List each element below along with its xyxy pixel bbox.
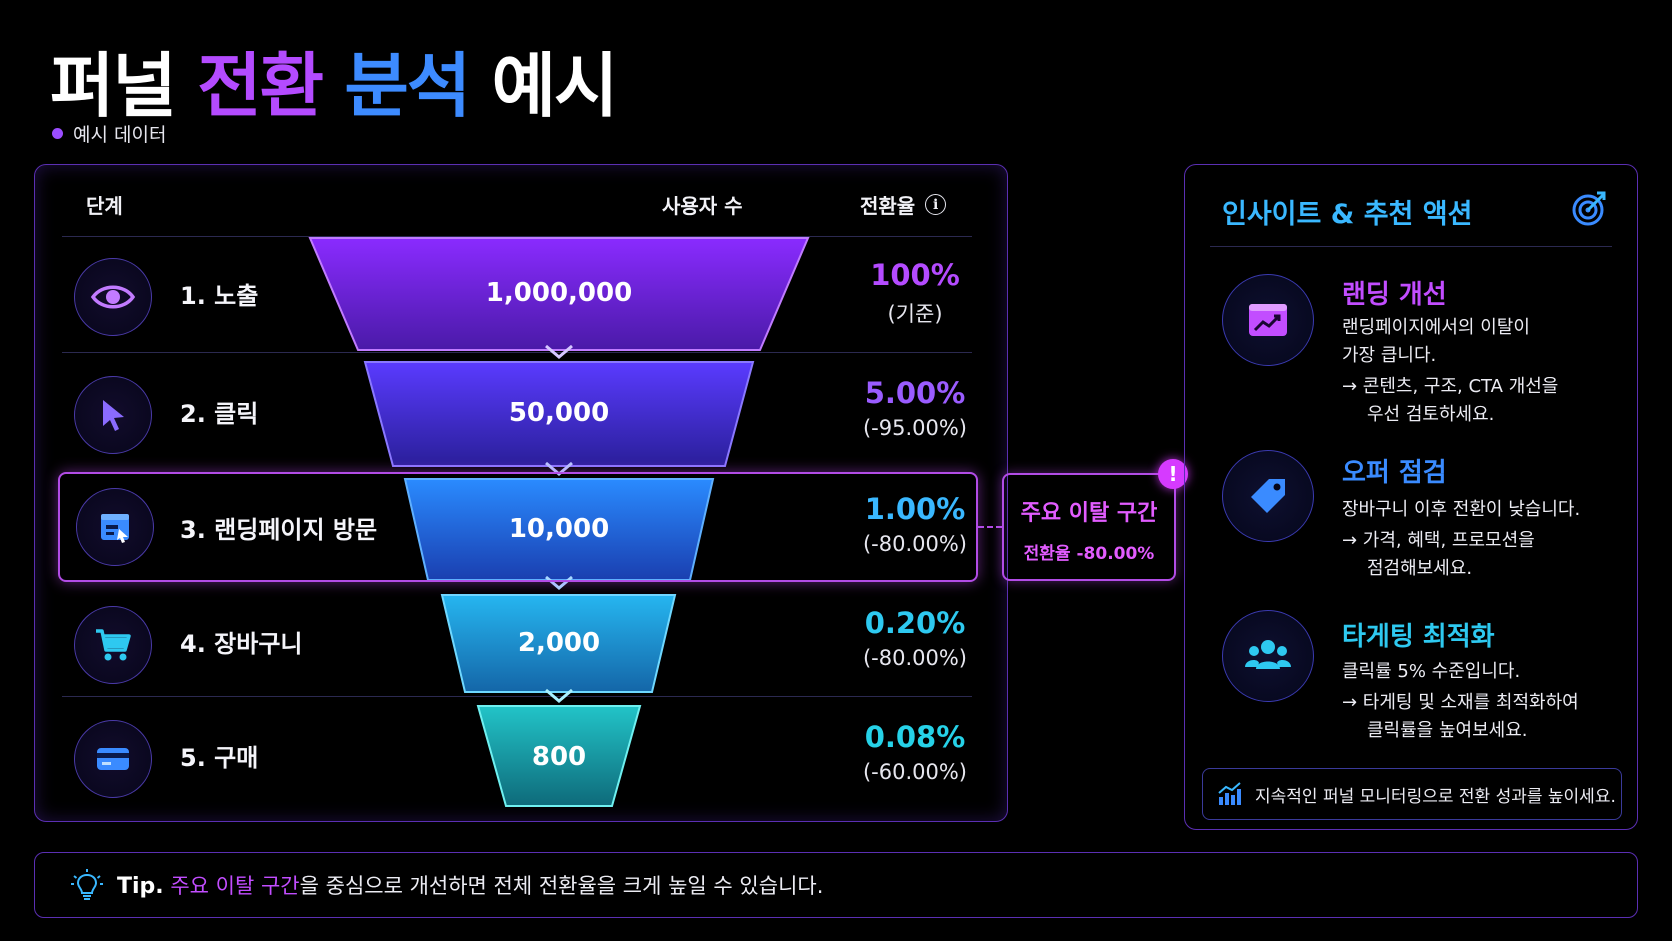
insight-line: 클릭률 5% 수준입니다. <box>1342 661 1521 682</box>
title-word-analysis: 분석 <box>344 45 471 127</box>
funnel-segment-click <box>363 361 755 467</box>
title-word-conversion: 전환 <box>197 45 324 127</box>
subtitle: 예시 데이터 <box>52 120 166 147</box>
monitoring-note: 지속적인 퍼널 모니터링으로 전환 성과를 높이세요. <box>1202 768 1622 820</box>
lightbulb-icon <box>71 869 103 900</box>
chevron-down-icon <box>545 688 573 703</box>
header-rate-label: 전환율 <box>860 194 916 218</box>
funnel-value-purchase: 800 <box>531 742 587 772</box>
title-word-funnel: 퍼널 <box>50 45 177 127</box>
insight-line: 랜딩페이지에서의 이탈이 <box>1342 317 1530 338</box>
insight-panel <box>1184 164 1638 830</box>
row-divider <box>62 696 972 697</box>
rate-change: (-80.00%) <box>862 646 968 670</box>
rate-cell: 1.00% (-80.00%) <box>860 492 970 556</box>
subtitle-text: 예시 데이터 <box>73 124 167 146</box>
stage-row-impression: 1. 노출 100% (기준) <box>62 238 972 350</box>
insight-heading: 타게팅 최적화 <box>1342 622 1495 652</box>
funnel-segment-impression <box>308 237 810 351</box>
tip-label: Tip. <box>117 874 164 899</box>
monitoring-note-text: 지속적인 퍼널 모니터링으로 전환 성과를 높이세요. <box>1255 786 1616 807</box>
insight-body: 클릭률 5% 수준입니다. → 타게팅 및 소재를 최적화하여 클릭률을 높여보… <box>1342 658 1612 745</box>
credit-card-icon <box>74 720 152 798</box>
stage-label: 4. 장바구니 <box>180 630 303 658</box>
stage-row-cart: 4. 장바구니 0.20% (-80.00%) <box>62 586 972 698</box>
rate-value: 0.08% <box>864 720 966 754</box>
funnel-panel <box>34 164 1008 822</box>
info-icon[interactable]: i <box>925 194 947 215</box>
stage-label: 5. 구매 <box>180 744 259 772</box>
funnel-value-click: 50,000 <box>508 398 610 428</box>
alert-icon: ! <box>1158 459 1188 489</box>
insight-heading: 오퍼 점검 <box>1342 458 1447 488</box>
rate-value: 100% <box>870 258 960 292</box>
stage-row-click: 2. 클릭 5.00% (-95.00%) <box>62 356 972 468</box>
rate-value: 5.00% <box>864 376 966 410</box>
insight-action: 우선 검토하세요. <box>1367 404 1495 425</box>
rate-change: (기준) <box>887 302 943 326</box>
title-word-example: 예시 <box>491 45 619 127</box>
insight-body: 장바구니 이후 전환이 낮습니다. → 가격, 혜택, 프로모션을 점검해보세요… <box>1342 496 1612 583</box>
insight-action: → 콘텐츠, 구조, CTA 개선을 <box>1342 376 1559 397</box>
header-rate: 전환율 i <box>860 190 947 219</box>
chevron-down-icon <box>545 344 573 359</box>
funnel-value-impression: 1,000,000 <box>485 278 633 308</box>
header-users: 사용자 수 <box>662 194 743 218</box>
rate-cell: 0.20% (-80.00%) <box>860 606 970 670</box>
insight-action: 클릭률을 높여보세요. <box>1367 720 1528 741</box>
insight-divider <box>1210 246 1612 247</box>
users-icon <box>1222 610 1314 702</box>
insight-title: 인사이트 & 추천 액션 <box>1222 199 1473 230</box>
rate-change: (-95.00%) <box>862 416 968 440</box>
tip-text: 을 중심으로 개선하면 전체 전환율을 크게 높일 수 있습니다. <box>299 874 824 898</box>
header-stage: 단계 <box>86 194 123 218</box>
stage-label: 3. 랜딩페이지 방문 <box>180 516 378 544</box>
rate-change: (-80.00%) <box>862 532 968 556</box>
chart-window-icon <box>1222 274 1314 366</box>
insight-line: 가장 큽니다. <box>1342 345 1437 366</box>
insight-heading: 랜딩 개선 <box>1342 280 1447 310</box>
rate-cell: 100% (기준) <box>860 258 970 328</box>
stage-label: 1. 노출 <box>180 282 259 310</box>
insight-body: 랜딩페이지에서의 이탈이 가장 큽니다. → 콘텐츠, 구조, CTA 개선을 … <box>1342 314 1612 429</box>
rate-cell: 0.08% (-60.00%) <box>860 720 970 784</box>
callout-sub: 전환율 -80.00% <box>1023 544 1155 564</box>
rate-change: (-60.00%) <box>862 760 968 784</box>
stage-row-purchase: 5. 구매 0.08% (-60.00%) <box>62 700 972 812</box>
stage-label: 2. 클릭 <box>180 400 259 428</box>
funnel-segment-cart <box>440 594 677 693</box>
webpage-icon <box>76 488 154 566</box>
growth-chart-icon <box>1218 782 1241 805</box>
cart-icon <box>74 606 152 684</box>
funnel-segment-purchase <box>476 705 642 807</box>
eye-icon <box>74 258 152 336</box>
insight-action: → 타게팅 및 소재를 최적화하여 <box>1342 692 1579 713</box>
insight-action: → 가격, 혜택, 프로모션을 <box>1342 530 1535 551</box>
subtitle-dot-icon <box>52 128 63 139</box>
tip-highlight: 주요 이탈 구간 <box>170 874 300 898</box>
funnel-value-landing: 10,000 <box>508 514 610 544</box>
rate-cell: 5.00% (-95.00%) <box>860 376 970 440</box>
funnel-value-cart: 2,000 <box>517 628 601 658</box>
insight-action: 점검해보세요. <box>1367 558 1473 579</box>
row-divider <box>62 352 972 353</box>
rate-value: 1.00% <box>864 492 966 526</box>
cursor-icon <box>74 376 152 454</box>
price-tag-icon <box>1222 450 1314 542</box>
header-divider <box>62 236 972 237</box>
tip-bar: Tip. 주요 이탈 구간을 중심으로 개선하면 전체 전환율을 크게 높일 수… <box>34 852 1638 918</box>
stage-row-landing: 3. 랜딩페이지 방문 1.00% (-80.00%) <box>58 472 978 582</box>
insight-line: 장바구니 이후 전환이 낮습니다. <box>1342 499 1581 520</box>
page-title: 퍼널 전환 분석 예시 <box>50 30 619 131</box>
chevron-down-icon <box>545 461 573 476</box>
target-icon <box>1572 191 1606 226</box>
rate-value: 0.20% <box>864 606 966 640</box>
callout-title: 주요 이탈 구간 <box>1020 501 1158 526</box>
callout-connector <box>978 526 1002 528</box>
drop-off-callout: 주요 이탈 구간 전환율 -80.00% <box>1002 473 1176 581</box>
